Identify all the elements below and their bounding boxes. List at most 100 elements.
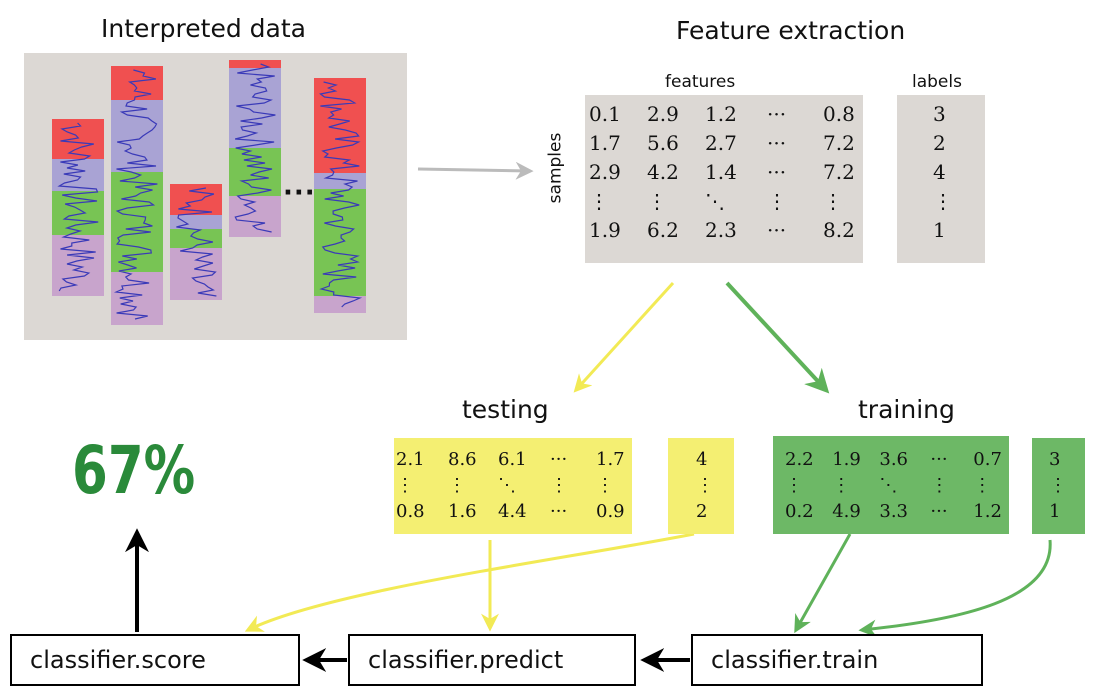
features-matrix-cell: 0.8: [823, 101, 855, 126]
testing-matrix-cell: ⋮: [396, 474, 414, 496]
signal-strip-segment: [52, 235, 104, 296]
labels-column-cell: 3: [933, 101, 946, 126]
testing-labels-panel: 4⋮2: [668, 438, 734, 534]
training-matrix-cell: ···: [930, 500, 948, 522]
training-matrix-cell: ⋮: [785, 474, 803, 496]
signal-strip-segment: [229, 68, 281, 148]
training-matrix-cell: 0.2: [785, 500, 814, 522]
testing-matrix-cell: 0.9: [596, 500, 625, 522]
features-matrix-cell: 4.2: [647, 159, 679, 184]
training-labels-cell: 3: [1049, 448, 1061, 470]
testing-matrix-cell: ⋮: [550, 474, 568, 496]
training-arrow-icon: [725, 281, 830, 394]
signal-strip-segment: [111, 66, 163, 100]
strips-ellipsis: ···: [283, 178, 316, 208]
features-label: features: [665, 72, 736, 92]
signal-strip-segment: [229, 148, 281, 196]
labels-column-cell: 2: [933, 130, 946, 155]
interpreted-data-title: Interpreted data: [101, 14, 306, 43]
signal-strip-icon: [319, 81, 363, 308]
training-matrix-row: ⋮ ⋮ ⋱ ⋮ ⋮: [785, 472, 1009, 498]
features-matrix-cell: 7.2: [823, 130, 855, 155]
training-matrix-cell: ⋮: [973, 474, 992, 496]
testing-title: testing: [462, 395, 549, 424]
features-matrix-cell: ⋮: [823, 188, 843, 213]
features-matrix-cell: ···: [767, 101, 787, 126]
classifier-score-box: classifier.score: [10, 634, 300, 686]
testing-matrix-cell: ···: [550, 448, 568, 470]
training-matrix-cell: 1.2: [973, 500, 1002, 522]
signal-strip-icon: [234, 63, 276, 233]
signal-strip-segment: [52, 191, 104, 235]
training-matrix-cell: 3.3: [879, 500, 909, 522]
testing-matrix-cell: 4.4: [498, 500, 527, 522]
testing-arrow-icon: [573, 281, 675, 393]
features-matrix-cell: 1.9: [589, 217, 621, 242]
testing-matrix-row: 0.8 1.6 4.4 ··· 0.9: [396, 498, 632, 524]
features-matrix-row: ⋮⋮⋱⋮⋮: [589, 186, 863, 215]
signal-strip-segment: [314, 173, 366, 189]
training-labels-panel: 3⋮1: [1032, 438, 1085, 534]
features-matrix-cell: 7.2: [823, 159, 855, 184]
signal-strip-icon: [57, 122, 99, 292]
testing-matrix-cell: ···: [550, 500, 568, 522]
testing-matrix-row: 2.1 8.6 6.1 ··· 1.7: [396, 446, 632, 472]
features-matrix-cell: 5.6: [647, 130, 679, 155]
training-matrix-cell: ⋮: [930, 474, 949, 496]
testing-matrix-cell: ⋱: [498, 474, 516, 496]
testing-matrix-cell: 0.8: [396, 500, 425, 522]
features-matrix-cell: 0.1: [589, 101, 621, 126]
features-matrix-cell: 8.2: [823, 217, 855, 242]
training-matrix-cell: 1.9: [832, 448, 861, 470]
classifier-train-label: classifier.train: [711, 646, 879, 674]
training-matrix-cell: 3.6: [879, 448, 909, 470]
features-matrix-cell: 2.9: [589, 159, 621, 184]
signal-strip-segment: [170, 248, 222, 300]
features-matrix-cell: ⋮: [647, 188, 667, 213]
testing-matrix-cell: 1.6: [448, 500, 477, 522]
training-matrix-cell: 4.9: [832, 500, 861, 522]
features-matrix-cell: ···: [767, 159, 787, 184]
classifier-predict-label: classifier.predict: [368, 646, 564, 674]
training-title: training: [858, 395, 955, 424]
labels-to-score-arrow-icon: [244, 532, 695, 632]
testing-matrix-cell: 8.6: [448, 448, 477, 470]
testing-matrix-cell: 2.1: [396, 448, 425, 470]
signal-strip-segment: [111, 272, 163, 325]
training-matrix-cell: ⋮: [832, 474, 851, 496]
features-matrix-cell: 6.2: [647, 217, 679, 242]
training-to-train-arrow-icon: [794, 533, 852, 634]
classifier-score-label: classifier.score: [30, 646, 206, 674]
training-labels-cell: ⋮: [1049, 474, 1067, 496]
features-matrix-cell: 2.9: [647, 101, 679, 126]
samples-label: samples: [545, 132, 566, 204]
testing-labels-cell: ⋮: [696, 474, 714, 496]
testing-labels-cell: 2: [696, 500, 708, 522]
testing-labels: 4⋮2: [696, 446, 714, 524]
testing-matrix-cell: 6.1: [498, 448, 527, 470]
features-matrix-cell: ⋮: [589, 188, 609, 213]
testing-matrix-cell: 1.7: [596, 448, 625, 470]
signal-strip-icon: [113, 69, 158, 320]
testing-matrix-cell: ⋮: [596, 474, 614, 496]
training-labels: 3⋮1: [1049, 446, 1067, 524]
training-matrix-cell: ⋱: [879, 474, 898, 496]
signal-strip-segment: [52, 119, 104, 159]
features-matrix-cell: ···: [767, 217, 787, 242]
training-matrix-row: 0.2 4.9 3.3 ··· 1.2: [785, 498, 1009, 524]
features-matrix-cell: 2.7: [705, 130, 737, 155]
labels-column-cell: 4: [933, 159, 946, 184]
features-matrix-cell: ···: [767, 130, 787, 155]
signal-strip-segment: [111, 172, 163, 272]
testing-matrix-row: ⋮⋮⋱⋮⋮: [396, 472, 632, 498]
feature-extraction-title: Feature extraction: [676, 16, 906, 45]
